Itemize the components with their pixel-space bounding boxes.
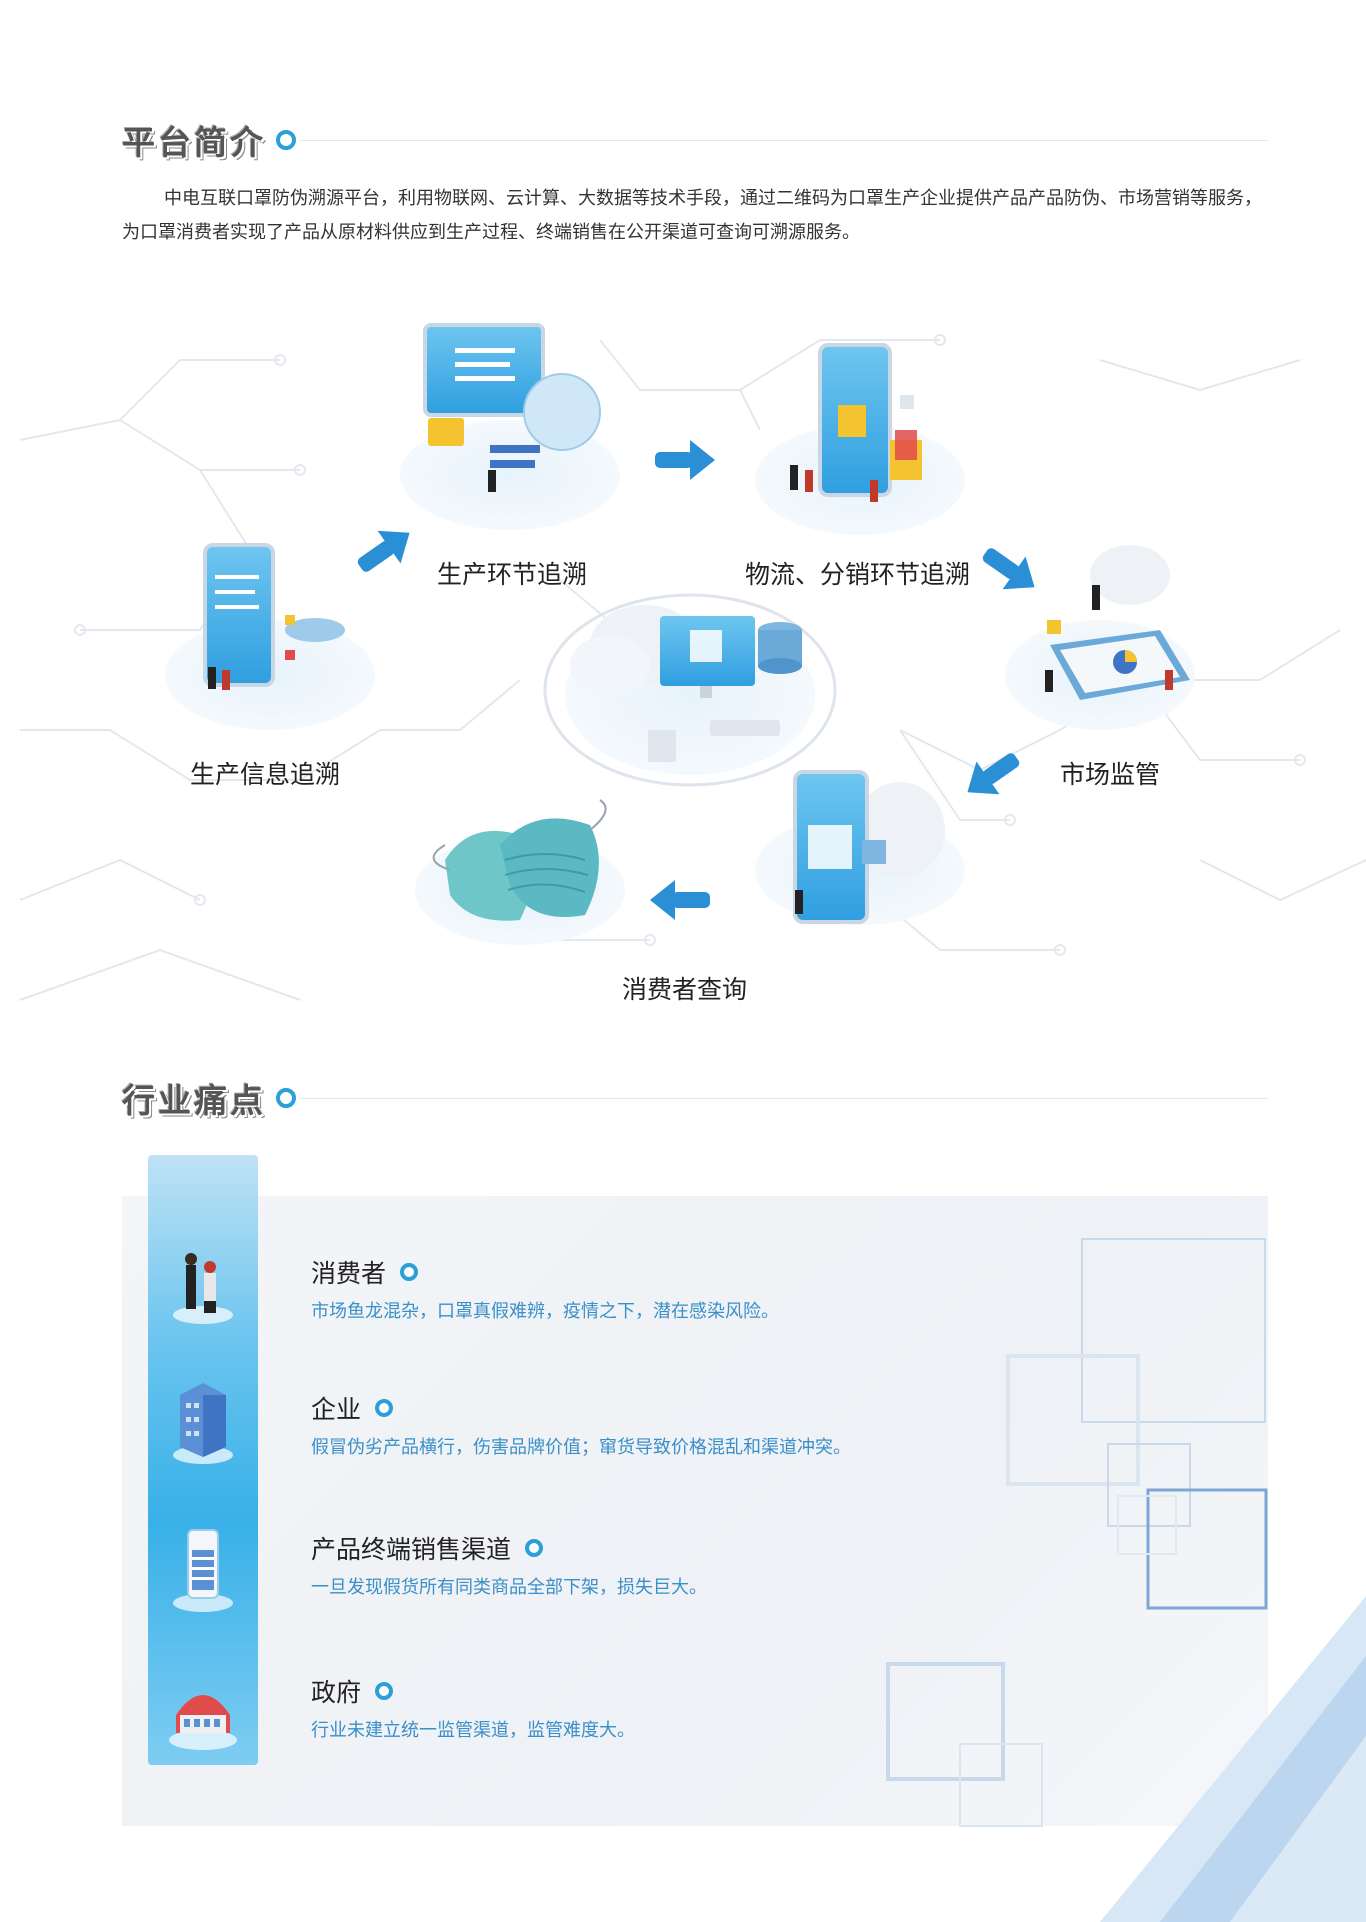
platform-heading: 平台简介 [122,118,296,162]
node-label-consumer-query: 消费者查询 [622,975,748,1004]
title-dot-icon [400,1263,419,1281]
pain-point-desc: 行业未建立统一监管渠道，监管难度大。 [311,1720,635,1741]
arrow-to-market [982,548,1035,590]
heading-divider [300,140,1268,141]
pain-point-title-text: 消费者 [311,1259,387,1288]
node-label-production-link: 生产环节追溯 [437,560,588,589]
pain-point-title-text: 政府 [311,1678,362,1707]
enterprise-building-icon [173,1383,233,1464]
pain-point-title: 产品终端销售渠道 [311,1530,544,1566]
trace-flow-diagram: 生产信息追溯 生产环节追溯 物流、分销环节追溯 市场监管 消费者查询 [0,300,1366,1020]
pain-point-title: 政府 [311,1673,394,1709]
pain-points-heading: 行业痛点 [122,1076,296,1120]
consumer-query-illustration [755,770,965,925]
pain-point-desc: 假冒伪劣产品横行，伤害品牌价值；窜货导致价格混乱和渠道冲突。 [311,1437,851,1458]
pain-points-icon-strip [148,1155,258,1765]
phone-store-icon [173,1529,233,1612]
consumer-people-icon [173,1253,233,1324]
pain-points-heading-text: 行业痛点 [122,1081,266,1120]
node-label-logistics: 物流、分销环节追溯 [745,560,971,589]
production-link-illustration [400,323,620,530]
diagram-graphics [19,323,1366,1001]
logistics-illustration [755,343,965,535]
production-info-illustration [165,543,375,730]
central-cloud-monitor-icon [570,605,802,762]
pain-point-desc: 一旦发现假货所有同类商品全部下架，损失巨大。 [311,1577,707,1598]
node-label-market: 市场监管 [1060,760,1161,789]
title-dot-icon [525,1539,544,1557]
pain-point-title: 消费者 [311,1254,419,1290]
arrow-to-logistics [655,440,715,480]
pain-point-title: 企业 [311,1390,394,1426]
platform-heading-text: 平台简介 [122,123,266,162]
heading-divider [300,1098,1268,1099]
title-dot-icon [375,1399,394,1417]
arrow-to-consumer-query [967,753,1020,795]
pain-points-panel [122,1196,1268,1826]
heading-dot-icon [276,130,296,150]
market-supervision-illustration [1005,545,1195,730]
node-label-production-info: 生产信息追溯 [190,760,341,789]
pain-points-icons [169,1253,237,1750]
flow-arrows [357,440,1035,920]
pain-point-desc: 市场鱼龙混杂，口罩真假难辨，疫情之下，潜在感染风险。 [311,1301,779,1322]
heading-dot-icon [276,1088,296,1108]
mask-product-illustration [415,799,625,945]
pain-point-title-text: 产品终端销售渠道 [311,1535,512,1564]
title-dot-icon [375,1682,394,1700]
platform-intro: 中电互联口罩防伪溯源平台，利用物联网、云计算、大数据等技术手段，通过二维码为口罩… [122,188,1262,243]
decorative-squares [886,1238,1366,1922]
pain-point-title-text: 企业 [311,1395,362,1424]
arrow-to-production-link [357,530,410,572]
government-building-icon [169,1695,237,1750]
arrow-to-masks [650,880,710,920]
